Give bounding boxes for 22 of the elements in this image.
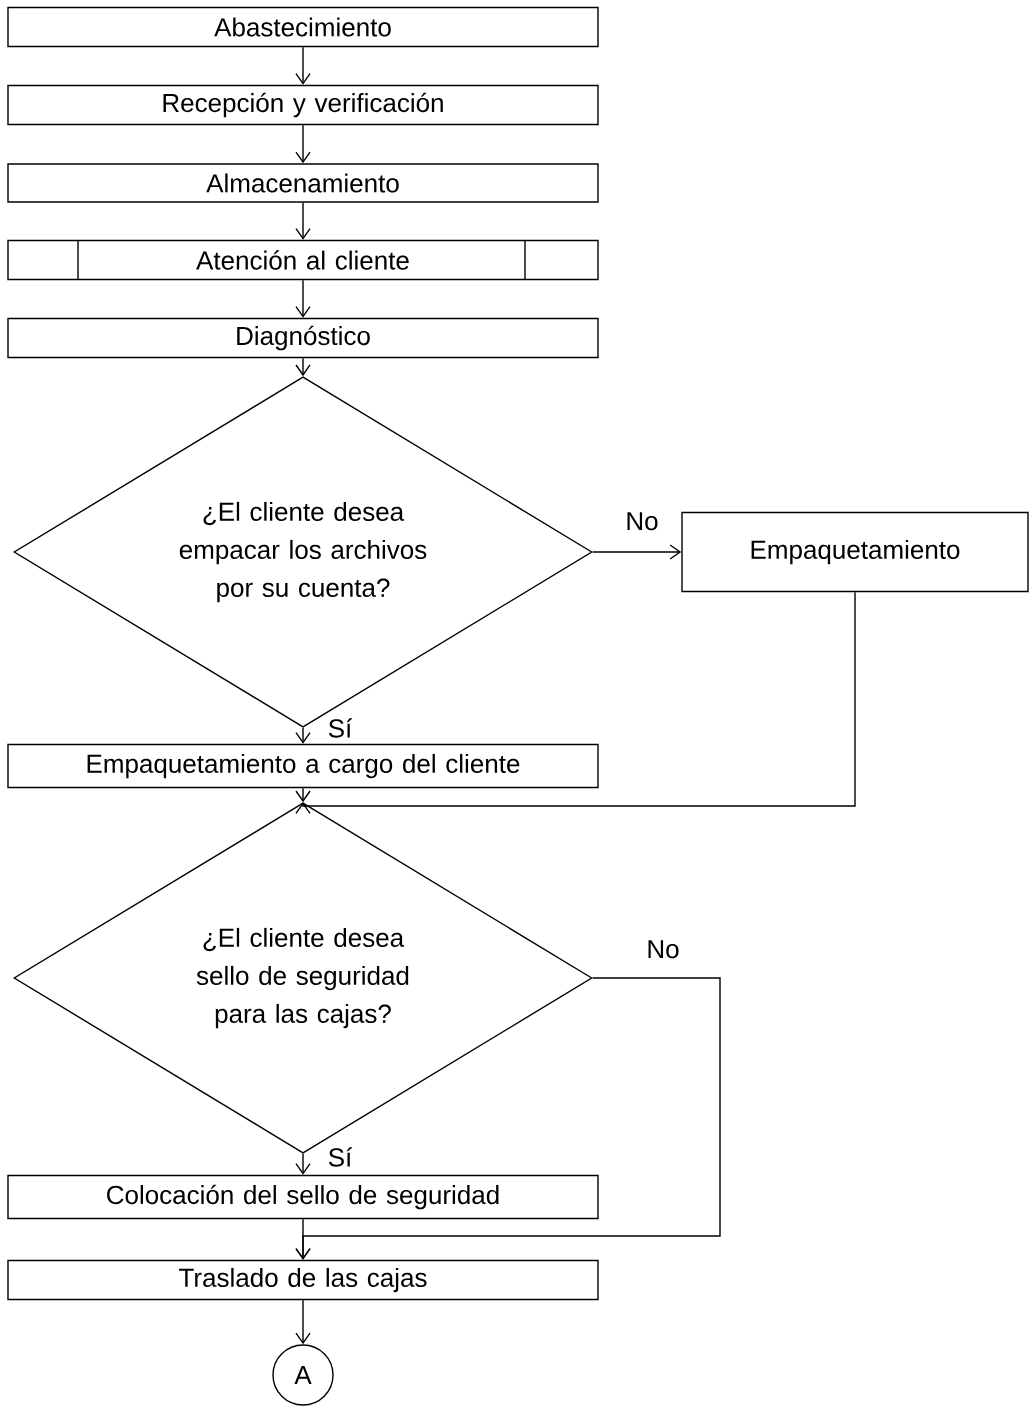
process-box: Almacenamiento (7, 163, 599, 203)
process-box: Traslado de las cajas (7, 1259, 599, 1301)
arrow (592, 544, 682, 560)
arrow (295, 1153, 311, 1175)
process-box: Diagnóstico (7, 317, 599, 359)
arrow (295, 591, 856, 815)
arrow (295, 46, 311, 85)
predefined-process-box: Atención al cliente (7, 239, 599, 281)
process-box: Empaquetamiento (681, 511, 1029, 593)
edge-label: No (623, 510, 661, 533)
process-box: Abastecimiento (7, 6, 599, 48)
arrow (295, 202, 311, 240)
arrow (295, 1218, 311, 1260)
arrow (295, 124, 311, 164)
arrow (295, 279, 311, 318)
edge-label: No (644, 938, 682, 961)
arrow (295, 727, 311, 744)
process-box: Colocación del sello de seguridad (7, 1174, 599, 1220)
arrow (295, 1299, 311, 1345)
process-box: Empaquetamiento a cargo del cliente (7, 743, 599, 789)
process-box: Recepción y verificación (7, 84, 599, 126)
arrow (295, 357, 311, 377)
